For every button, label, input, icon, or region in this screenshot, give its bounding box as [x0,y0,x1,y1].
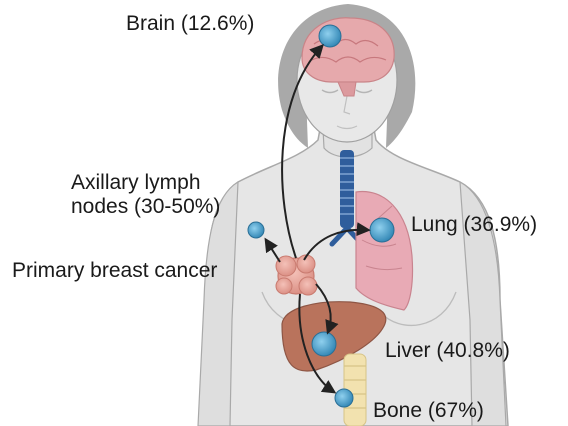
label-lung: Lung (36.9%) [411,213,537,237]
liver-metastasis [312,332,336,356]
label-liver: Liver (40.8%) [385,339,510,363]
label-axillary-line1: Axillary lymph [71,171,220,195]
primary-tumor [276,255,317,295]
label-axillary-lymph-nodes: Axillary lymph nodes (30-50%) [71,171,220,219]
label-primary-breast-cancer: Primary breast cancer [12,259,217,283]
axillary-metastasis [248,222,264,238]
brain-metastasis [319,25,341,47]
lung-metastasis [370,218,394,242]
label-axillary-line2: nodes (30-50%) [71,195,220,219]
bone-metastasis [335,389,353,407]
label-bone: Bone (67%) [373,399,484,423]
label-brain: Brain (12.6%) [126,12,254,36]
